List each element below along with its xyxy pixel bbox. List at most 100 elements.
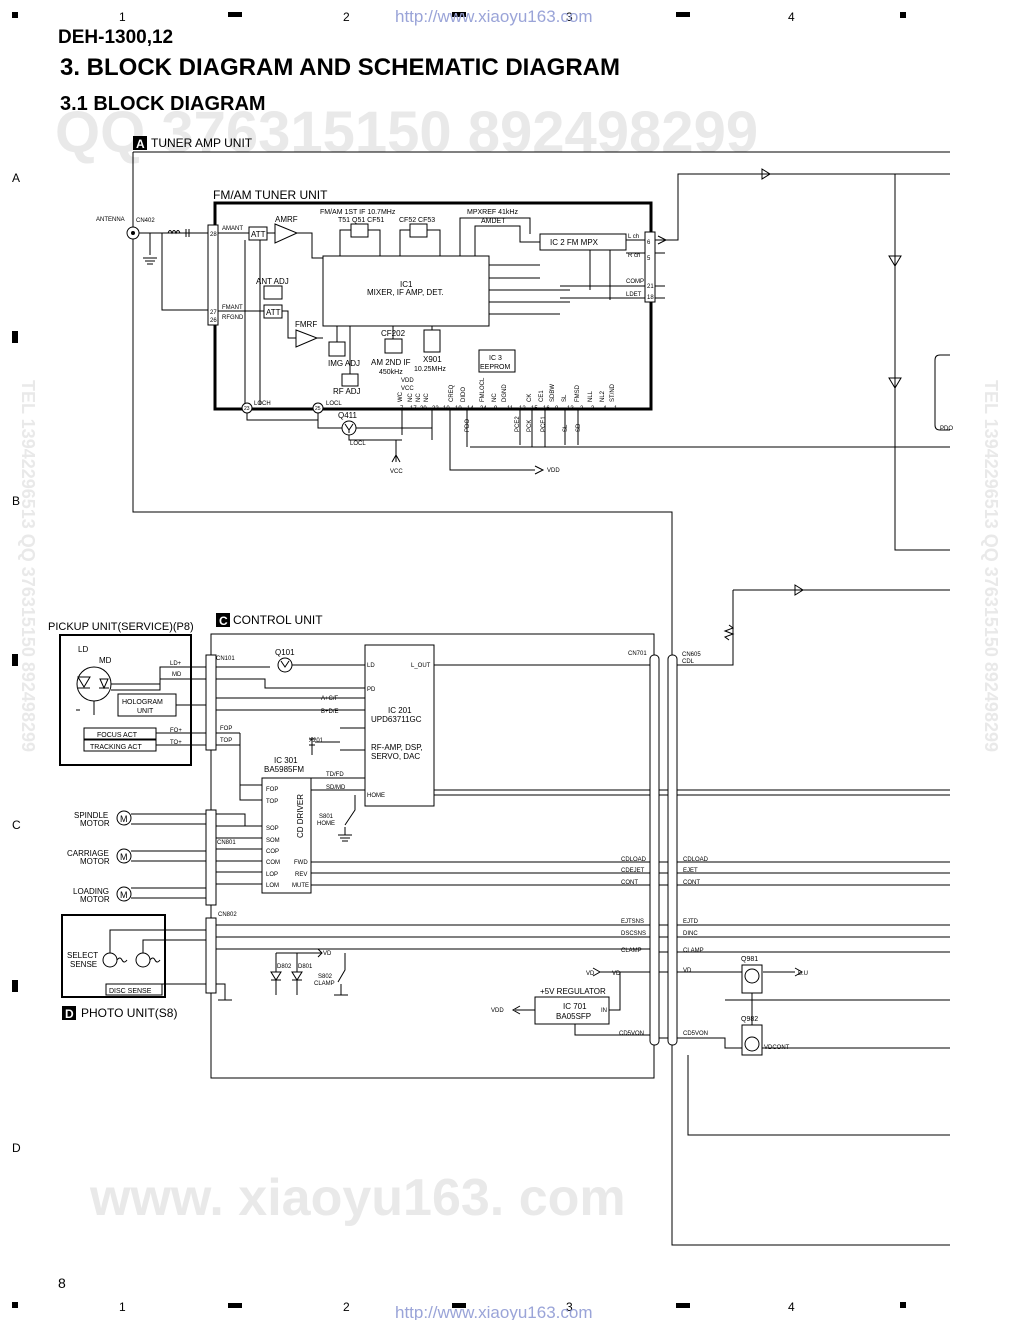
apc-label: A+C/F	[321, 696, 339, 702]
cd-driver-label: CD DRIVER	[296, 794, 305, 838]
top-pin: TOP	[266, 799, 278, 805]
tuner-pin-label: NLL	[588, 390, 594, 402]
if-filter-wiring	[339, 229, 441, 256]
section-d-letter: D	[65, 1007, 74, 1021]
fm-att-label: ATT	[266, 308, 281, 317]
ic201-part: UPD63711GC	[371, 715, 422, 724]
ic201-wiring	[309, 664, 950, 796]
pin-6: 6	[647, 240, 651, 246]
control-unit-label: CONTROL UNIT	[233, 613, 323, 627]
fmrf-amplifier	[295, 329, 319, 348]
carriage-motor-label: MOTOR	[80, 857, 110, 866]
ejtsns-label: EJTSNS	[621, 919, 644, 925]
amdet-label: AMDET	[481, 218, 506, 225]
side-marker	[12, 980, 18, 992]
vcc-label: VCC	[401, 386, 414, 392]
ic301-part: BA5985FM	[264, 765, 304, 774]
col-number-2-bottom: 2	[343, 1300, 350, 1314]
motor-wiring	[131, 813, 262, 899]
corner-marker	[900, 1302, 906, 1308]
cn605-label: CN605	[682, 652, 701, 658]
vcc-bottom-label: VCC	[390, 469, 403, 475]
section-c-letter: C	[219, 614, 228, 628]
amrf-amplifier	[274, 223, 299, 244]
tuner-amp-unit-label: TUNER AMP UNIT	[151, 136, 253, 150]
ic1-block	[322, 255, 490, 327]
select-sensor	[102, 952, 118, 968]
bde-label: B+D/E	[321, 709, 339, 715]
vd-arrow-label: VD	[323, 951, 332, 957]
ic3-label: IC 3	[489, 355, 502, 362]
tuner-amp-outline	[132, 152, 950, 1246]
tuner-pin-label: SDBW	[550, 384, 556, 402]
tuner-pin-label: FMSD	[575, 384, 581, 402]
ic201-pd-pin: PD	[367, 687, 376, 693]
page-number: 8	[58, 1275, 66, 1291]
vd-arrow	[313, 948, 323, 958]
cn802-connector	[205, 917, 217, 994]
dinc-right-label: DINC	[683, 931, 698, 937]
tuner-pin-number: 24	[480, 406, 487, 412]
lop-pin: LOP	[266, 872, 278, 878]
watermark-side-right: TEL 13942296513 QQ 376315150 892498299	[981, 380, 1001, 752]
com-pin: COM	[266, 860, 280, 866]
loch-label: LOCH	[254, 401, 271, 407]
tuner-pin-number: 10	[443, 406, 450, 412]
lom-pin: LOM	[266, 883, 279, 889]
cn701-label: CN701	[628, 651, 647, 657]
hologram-label: HOLOGRAM	[122, 699, 163, 706]
watermark-www-bottom: www. xiaoyu163. com	[89, 1169, 626, 1227]
disc-sense-block	[105, 983, 163, 996]
tuner-pin-label: CK	[527, 394, 533, 402]
bottom-ruler: 1 2 3 4	[12, 1300, 906, 1314]
tuner-pin-number: 12	[519, 406, 526, 412]
section-d-badge	[62, 1006, 76, 1020]
eeprom-label: EEPROM	[480, 364, 511, 371]
vdd-arrow	[534, 465, 545, 475]
tuner-pin-number: 1	[614, 406, 618, 412]
cn802-label: CN802	[218, 912, 237, 918]
tuner-pin-number: 13	[567, 406, 574, 412]
rch-label: R ch	[628, 253, 640, 259]
photo-unit-box	[61, 914, 166, 998]
ruler-marker	[228, 12, 242, 17]
col-number-1-bottom: 1	[119, 1300, 126, 1314]
tuner-pin-number: 2	[580, 406, 584, 412]
ic301-label: IC 301	[274, 756, 298, 765]
sop-pin: SOP	[266, 826, 279, 832]
corner-marker	[900, 12, 906, 18]
watermark-side-left: TEL 13942296513 QQ 376315150 892498299	[18, 380, 38, 752]
disc-sense-label: DISC SENSE	[109, 988, 152, 995]
pin-18: 18	[647, 295, 654, 301]
vdd-reg-label: VDD	[491, 1008, 504, 1014]
row-letter-d: D	[12, 1141, 21, 1155]
tuner-pin-label: NC	[416, 393, 422, 402]
t51-q51-cf51-label: T51 Q51 CF51	[338, 217, 384, 224]
row-letter-a: A	[12, 171, 20, 185]
comp-label: COMP	[626, 279, 644, 285]
clamp-right-label: CLAMP	[683, 948, 704, 954]
d802-label: D802	[277, 964, 292, 970]
tuner-pin-number: 17	[410, 406, 417, 412]
url-bottom[interactable]: http://www.xiaoyu163.com	[395, 1303, 592, 1320]
right-mid-bus	[723, 589, 950, 650]
amrf-label: AMRF	[275, 215, 298, 224]
select-label: SELECT	[67, 951, 98, 960]
ruler-marker	[452, 1303, 466, 1308]
pickup-wiring	[76, 666, 206, 746]
ic201-label: IC 201	[388, 706, 412, 715]
url-top[interactable]: http://www.xiaoyu163.com	[395, 7, 592, 26]
fm-am-tuner-unit-label: FM/AM TUNER UNIT	[213, 188, 328, 202]
x901-freq: 10.25MHz	[414, 366, 446, 373]
ant-adj-block	[263, 285, 283, 300]
model-name: DEH-1300,12	[58, 27, 173, 48]
cn801-label: CN801	[217, 840, 236, 846]
section-title: 3.1 BLOCK DIAGRAM	[60, 93, 266, 115]
tuner-pin-label: ST/ND	[610, 383, 616, 402]
pdo-right-label: PDO	[940, 426, 953, 432]
led-diodes	[270, 952, 313, 995]
pin-26: 26	[210, 318, 217, 324]
